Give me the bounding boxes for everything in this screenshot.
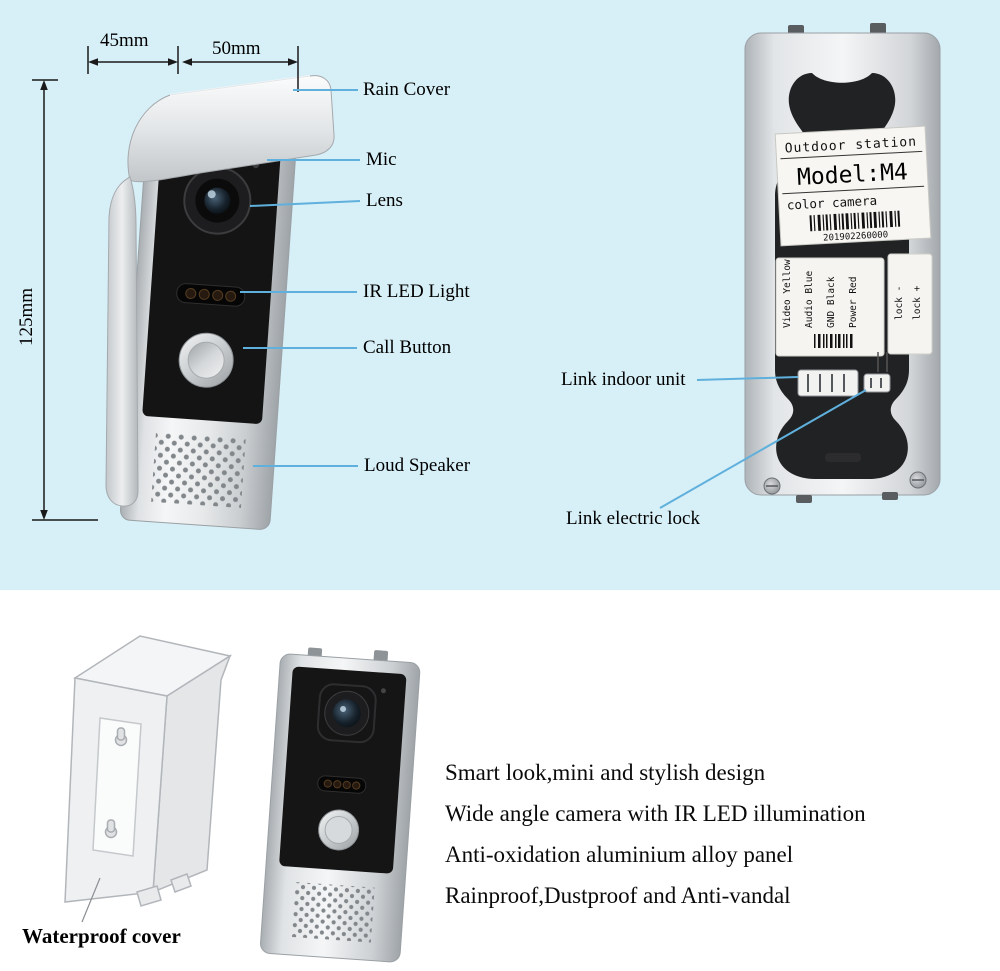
top-section: Outdoor station Model:M4 color camera <box>0 0 1000 590</box>
wiring-labels: Video Yellow Audio Blue GND Black Power … <box>775 253 933 357</box>
wire-lock-plus-label: lock + <box>912 285 923 320</box>
ir-led-window <box>176 283 246 307</box>
callout-call-button: Call Button <box>363 337 452 358</box>
dimension-125mm: 125mm <box>16 287 37 346</box>
wire-power-label: Power Red <box>848 277 859 328</box>
feature-list: Smart look,mini and stylish design Wide … <box>445 752 866 916</box>
bottom-section: Waterproof cover Smart look,mini and sty… <box>0 590 1000 971</box>
call-button <box>178 332 234 388</box>
screw-bottom-left <box>763 477 781 495</box>
wire-video-label: Video Yellow <box>782 259 793 328</box>
label-serial-text: 201902260000 <box>823 230 888 243</box>
front-device-illustration <box>105 75 335 530</box>
mount-clip-bottom-left <box>796 495 812 503</box>
front-device-body <box>119 125 297 530</box>
label-camera-text: color camera <box>787 193 878 213</box>
waterproof-cover-label: Waterproof cover <box>22 924 181 948</box>
speaker-grill <box>151 431 246 509</box>
callout-ir-led: IR LED Light <box>363 281 470 302</box>
cable-slot <box>825 453 861 462</box>
callout-loud-speaker: Loud Speaker <box>364 455 471 476</box>
callout-link-indoor: Link indoor unit <box>561 369 686 390</box>
back-device-illustration: Outdoor station Model:M4 color camera <box>744 23 941 503</box>
middle-device-illustration <box>260 647 421 963</box>
screw-bottom-right <box>909 471 927 489</box>
wire-lock-minus-label: lock - <box>894 286 905 320</box>
middle-ir-window <box>317 775 367 794</box>
mount-clip-top-right <box>870 23 886 35</box>
mini-barcode <box>814 334 853 348</box>
dimension-45mm: 45mm <box>100 30 149 51</box>
label-model-text: Model:M4 <box>796 159 908 191</box>
dimension-50mm: 50mm <box>212 38 261 59</box>
middle-speaker-grill <box>291 882 375 943</box>
middle-device-body <box>260 647 421 963</box>
middle-call-button <box>318 809 360 851</box>
rain-cover-illustration <box>105 75 335 507</box>
wire-gnd-label: GND Black <box>826 276 837 328</box>
camera-lens <box>183 166 252 235</box>
callout-mic: Mic <box>366 149 397 170</box>
mount-clip-bottom-right <box>882 492 898 500</box>
label-station-text: Outdoor station <box>784 135 917 157</box>
wire-audio-label: Audio Blue <box>804 271 815 328</box>
cover-outline <box>64 635 232 907</box>
feature-line-1: Smart look,mini and stylish design <box>445 760 766 785</box>
feature-line-3: Anti-oxidation aluminium alloy panel <box>445 842 794 867</box>
callout-rain-cover: Rain Cover <box>363 79 451 100</box>
callout-link-lock: Link electric lock <box>566 508 700 529</box>
middle-camera-lens <box>316 683 377 744</box>
lock-plug <box>863 373 891 393</box>
feature-line-4: Rainproof,Dustproof and Anti-vandal <box>445 883 791 908</box>
feature-line-2: Wide angle camera with IR LED illuminati… <box>445 801 866 826</box>
callout-lens: Lens <box>366 190 403 211</box>
product-label-sticker: Outdoor station Model:M4 color camera <box>774 125 932 247</box>
barcode <box>809 210 901 232</box>
middle-mic-hole <box>380 688 386 694</box>
waterproof-cover-illustration <box>64 635 232 907</box>
